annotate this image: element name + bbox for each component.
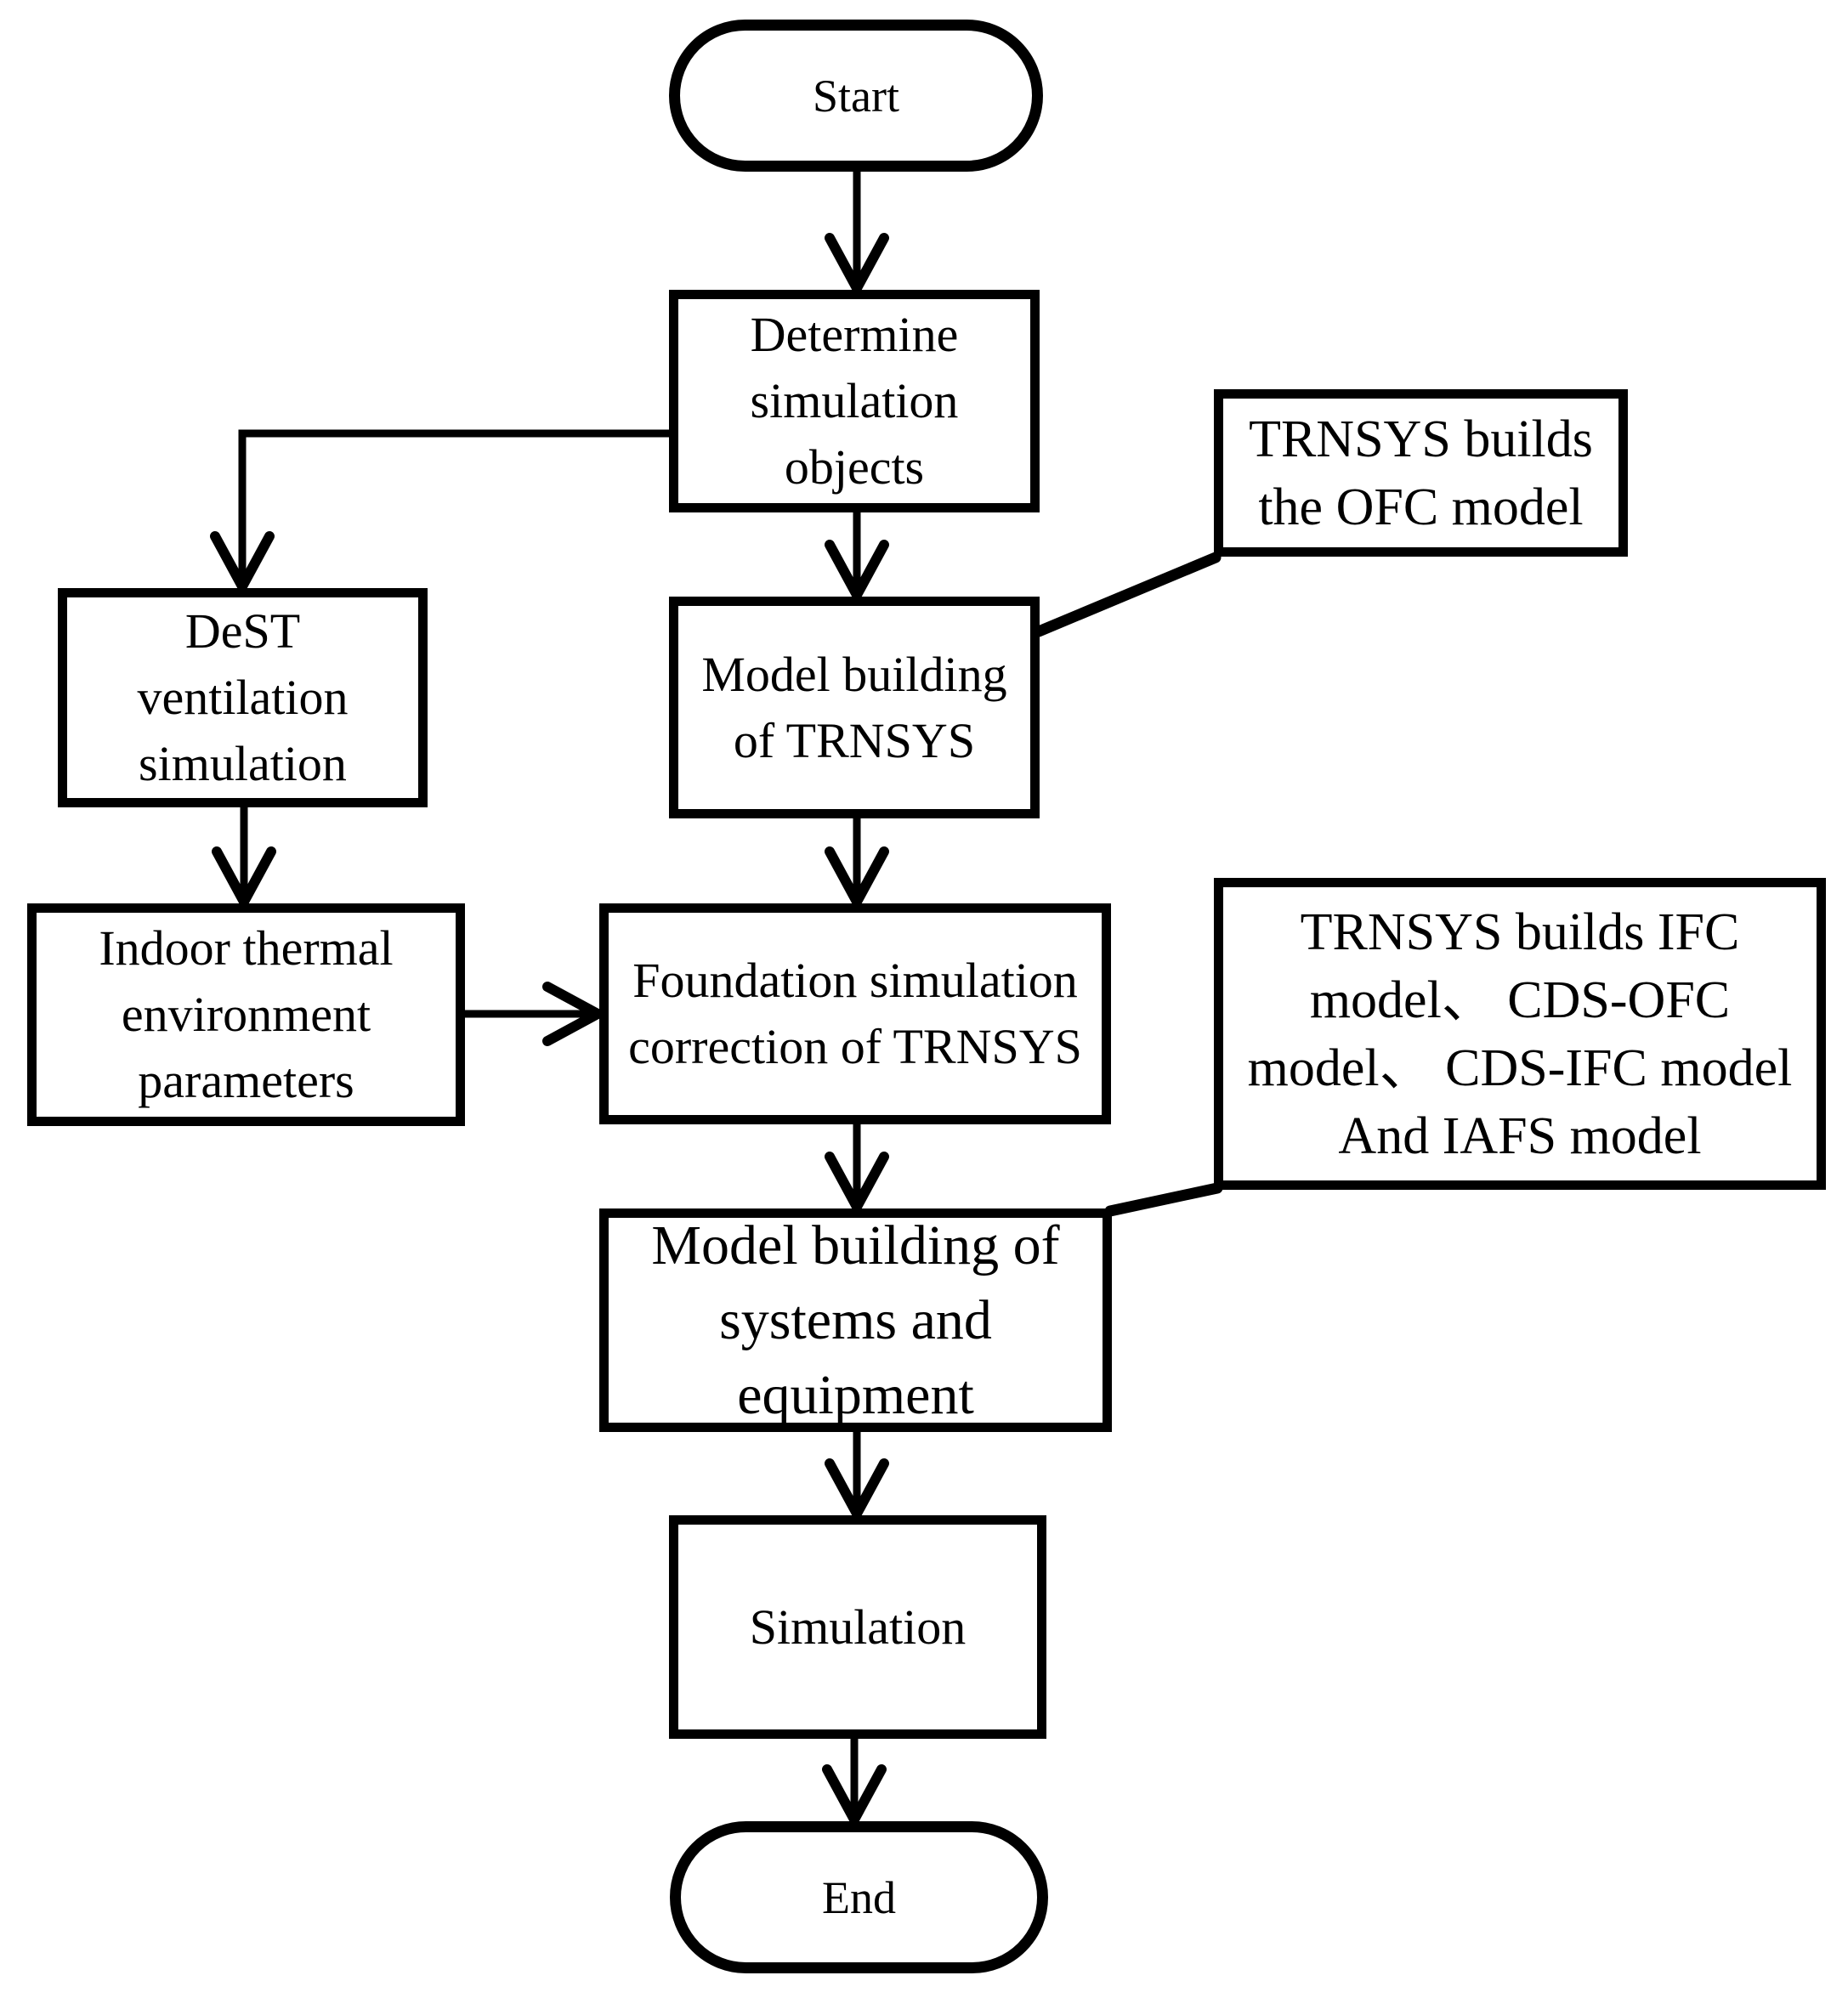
- node-trnsys: Model building of TRNSYS: [669, 597, 1040, 818]
- node-end: End: [670, 1821, 1048, 1973]
- node-label-line: Model building: [701, 646, 1007, 702]
- node-start: Start: [669, 20, 1043, 172]
- node-label-line: Determine: [750, 307, 959, 362]
- node-label-line: objects: [784, 439, 925, 495]
- node-indoor: Indoor thermal environment parameters: [27, 903, 465, 1126]
- node-label-line: model、 CDS-IFC model: [1247, 1039, 1793, 1097]
- node-label-line: of TRNSYS: [733, 712, 976, 768]
- node-label-line: simulation: [139, 736, 347, 791]
- node-label: End: [822, 1871, 896, 1923]
- node-label-line: TRNSYS builds: [1249, 410, 1593, 468]
- node-dest: DeST ventilation simulation: [58, 588, 428, 807]
- node-label: Simulation: [749, 1599, 967, 1655]
- edge-determine-trnsys: [825, 508, 889, 606]
- node-label-line: Indoor thermal: [99, 920, 394, 976]
- node-label-line: systems and: [719, 1288, 992, 1351]
- node-systems: Model building of systems and equipment: [599, 1208, 1112, 1432]
- edge-indoor-foundation: [461, 982, 609, 1046]
- edge-start-determine: [825, 167, 889, 299]
- node-ofc-note: TRNSYS builds the OFC model: [1214, 389, 1628, 557]
- edge-simulation-end: [822, 1735, 887, 1831]
- node-label-line: simulation: [750, 373, 959, 428]
- edge-ifcnote-systems: [1104, 1182, 1223, 1217]
- node-label-line: TRNSYS builds IFC: [1300, 903, 1740, 961]
- node-simulation: Simulation: [669, 1515, 1046, 1739]
- node-label-line: And IAFS model: [1338, 1107, 1702, 1165]
- edge-trnsys-foundation: [825, 814, 889, 913]
- node-label-line: ventilation: [137, 670, 349, 725]
- node-ifc-note: TRNSYS builds IFC model、 CDS-OFC model、 …: [1214, 878, 1826, 1190]
- node-label-line: the OFC model: [1258, 478, 1584, 536]
- node-foundation: Foundation simulation correction of TRNS…: [599, 903, 1111, 1124]
- node-label-line: Foundation simulation: [632, 953, 1078, 1008]
- edge-determine-dest: [210, 429, 673, 597]
- node-determine: Determine simulation objects: [669, 290, 1040, 512]
- node-label-line: environment: [121, 987, 371, 1042]
- edge-systems-simulation: [825, 1428, 889, 1525]
- edge-ofcnote-trnsys: [1033, 552, 1222, 637]
- node-label-line: DeST: [184, 603, 301, 659]
- node-label-line: parameters: [138, 1053, 354, 1108]
- edge-dest-indoor: [212, 803, 276, 913]
- edge-foundation-systems: [825, 1120, 889, 1218]
- node-label-line: model、 CDS-OFC: [1309, 971, 1731, 1029]
- node-label-line: equipment: [737, 1363, 974, 1426]
- node-label-line: correction of TRNSYS: [628, 1019, 1082, 1074]
- node-label-line: Model building of: [651, 1214, 1060, 1276]
- node-label: Start: [813, 70, 899, 122]
